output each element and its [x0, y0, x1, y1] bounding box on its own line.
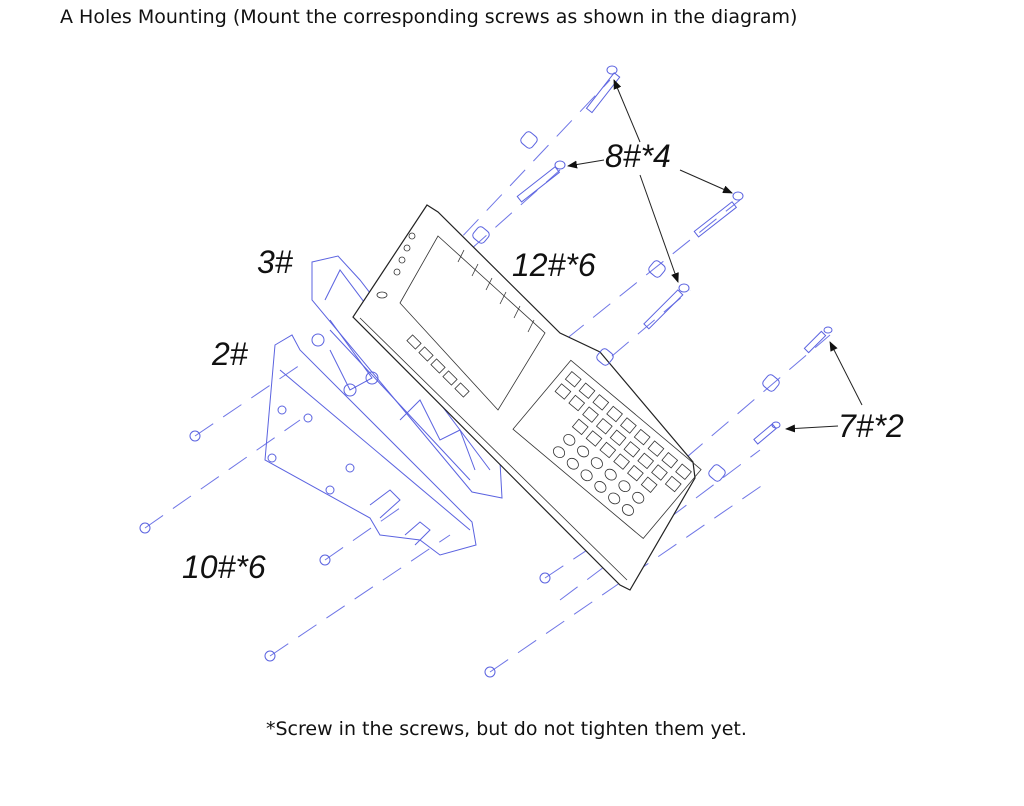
footnote: *Screw in the screws, but do not tighten… [266, 718, 747, 740]
screw-8-1 [585, 65, 621, 114]
plate-part-2 [264, 334, 477, 556]
screw-7-1 [803, 326, 833, 354]
keypad [512, 359, 702, 540]
screw-8-2 [516, 160, 566, 203]
label-screw-12: 12#*6 [512, 247, 596, 283]
nuts [139, 430, 551, 678]
screw-7-2 [753, 421, 781, 445]
screw-8-3 [693, 191, 744, 238]
label-screw-10: 10#*6 [182, 549, 266, 585]
label-part-2: 2# [212, 336, 248, 372]
side-buttons [376, 232, 416, 299]
page-title: A Holes Mounting (Mount the correspondin… [60, 6, 798, 28]
label-part-3: 3# [257, 244, 293, 280]
label-screw-8: 8#*4 [605, 138, 671, 174]
line-select-keys [406, 249, 535, 398]
spacers [472, 131, 780, 482]
screw-8-4 [643, 283, 690, 330]
label-screw-7: 7#*2 [838, 408, 904, 444]
control-panel [352, 204, 702, 591]
leader-arrows [567, 79, 863, 433]
screws [139, 65, 833, 678]
bracket-part-3 [311, 255, 503, 499]
